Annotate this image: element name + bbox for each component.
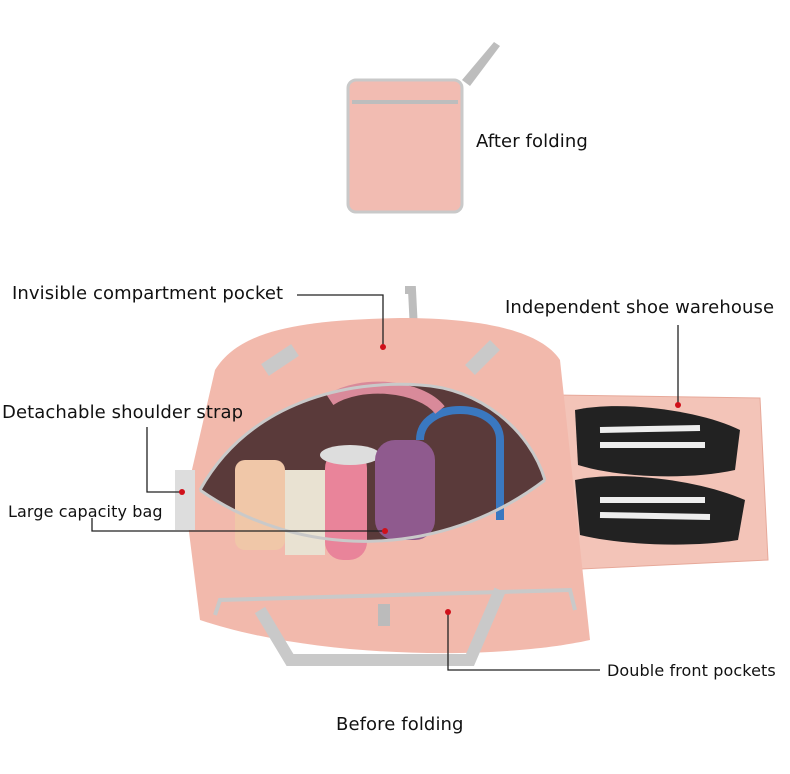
main-bag	[175, 286, 590, 666]
callout-large-capacity: Large capacity bag	[8, 502, 163, 521]
callout-shoulder-strap: Detachable shoulder strap	[2, 402, 244, 423]
callout-invisible-pocket: Invisible compartment pocket	[12, 283, 284, 304]
shoe-compartment	[554, 394, 769, 571]
callout-front-pockets: Double front pockets	[607, 661, 776, 680]
callout-shoe-warehouse: Independent shoe warehouse	[505, 297, 775, 318]
marker-dots	[179, 344, 681, 615]
before-folding-caption: Before folding	[336, 714, 464, 735]
after-folding-caption: After folding	[476, 131, 588, 152]
folded-pouch	[346, 42, 500, 214]
leader-lines	[91, 294, 679, 671]
